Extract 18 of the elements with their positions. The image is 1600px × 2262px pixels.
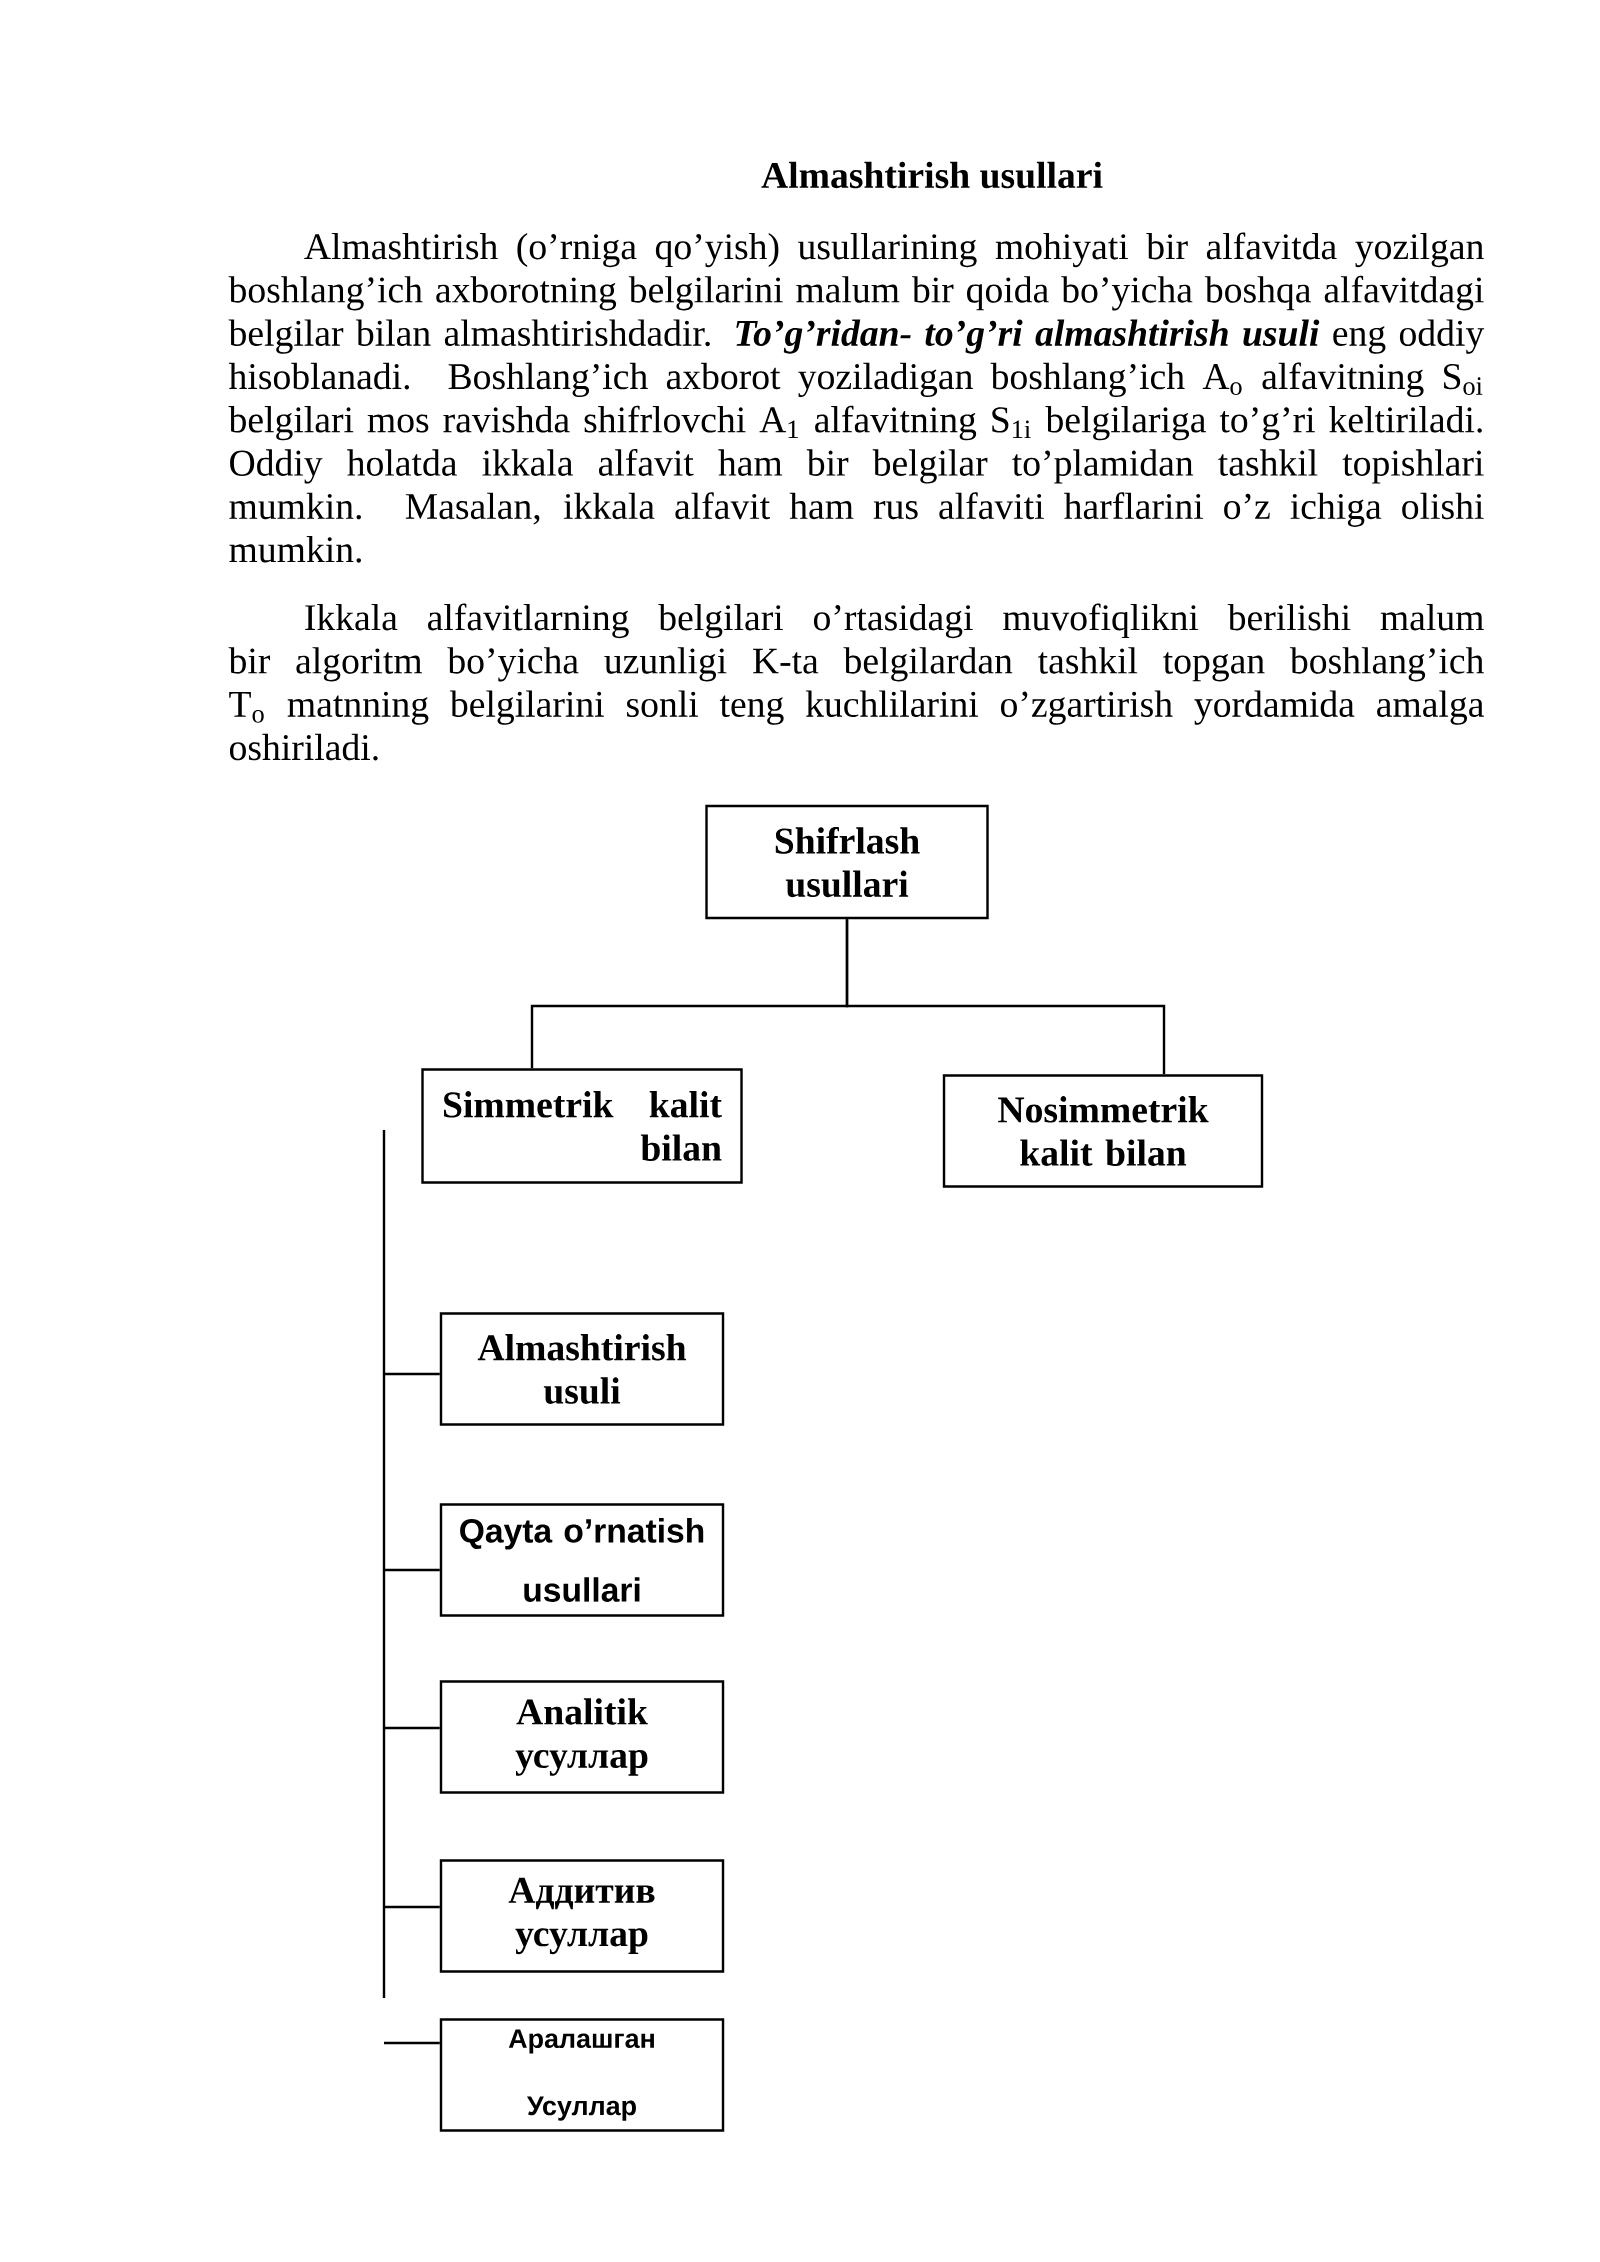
connector-line xyxy=(382,1130,386,1998)
category-box: Nosimmetrik kalit bilan xyxy=(942,1074,1264,1188)
connector-line xyxy=(384,1905,440,1909)
category-box: Analitik усуллар xyxy=(439,1680,725,1794)
category-box: Shifrlash usullari xyxy=(705,804,989,920)
paragraph: Almashtirish (o’rniga qo’yish) usullarining mohiyati bir alfavitda yozilgan boshlang’ich axborotning belgilarini malum bir qoida bo’yicha boshqa alfavitdagi belgilar bilan almashtirishdadir. To’g’ridan- to’g’ri almashtirish usuli eng oddiy hisoblanadi. Boshlang’ich axborot yoziladigan boshlang’ich A$_{o}$ alfavitning S$_{oi}$ belgilari mos ravishda shifrlovchi A$_{1}$ alfavitning S$_{1i}$ belgilariga to’g’ri keltiriladi. Oddiy holatda ikkala alfavit ham bir belgilar to’plamidan tashkil topishlari mumkin. Masalan, ikkala alfavit ham rus alfaviti harflarini o’z ichiga olishi mumkin. xyxy=(228,232,1485,563)
connector-line xyxy=(845,919,1166,1075)
category-box: Аддитив усуллар xyxy=(439,1859,725,1973)
heading: Almashtirish usullari xyxy=(761,161,1103,189)
paragraph: Ikkala alfavitlarning belgilari o’rtasidagi muvofiqlikni berilishi malum bir algoritm bo’yicha uzunligi K-ta belgilardan tashkil topgan boshlang’ich T$_{o}$ matnning belgilarini sonli teng kuchlilarini o’zgartirish yordamida amalga oshiriladi. xyxy=(228,603,1484,761)
category-box: Almashtirish usuli xyxy=(439,1312,725,1426)
connector-line xyxy=(384,1372,440,1376)
category-box: Simmetrik kalit bilan xyxy=(421,1068,743,1184)
connector-line xyxy=(384,1568,440,1572)
category-box: Qayta o’rnatish usullari xyxy=(439,1503,725,1617)
category-box: Аралашган Усуллар xyxy=(439,2018,725,2132)
connector-line xyxy=(384,1726,440,1730)
connector-line xyxy=(384,2041,440,2045)
